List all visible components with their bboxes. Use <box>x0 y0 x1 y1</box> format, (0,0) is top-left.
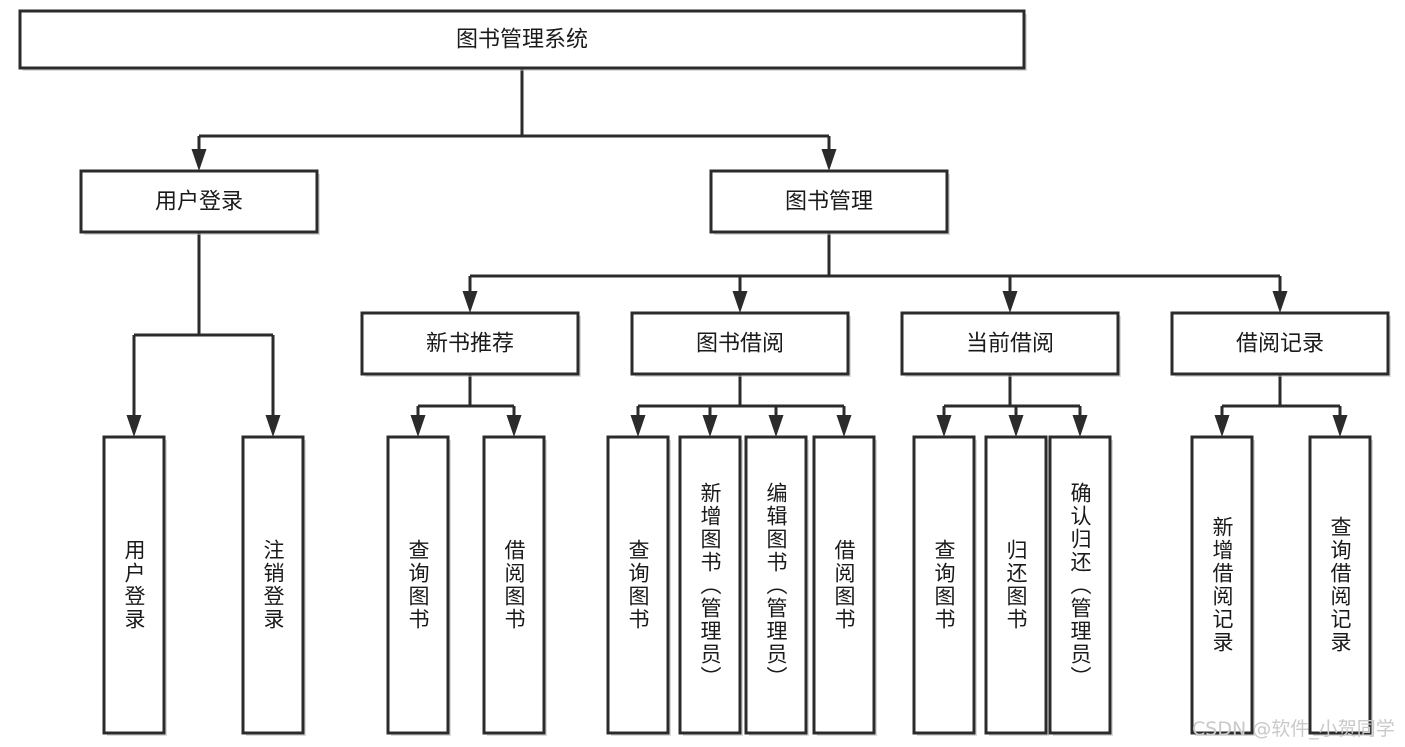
arrow-head-icon <box>1272 291 1288 313</box>
arrow-head-icon <box>265 415 281 437</box>
node-leaf-borrow-book-2[interactable] <box>812 435 877 736</box>
node-box[interactable] <box>678 435 742 735</box>
connector-root <box>191 68 837 171</box>
node-leaf-borrow-book-1[interactable] <box>482 435 547 736</box>
node-box[interactable] <box>482 435 546 735</box>
node-book-borrow[interactable]: 图书借阅 <box>630 311 851 377</box>
node-current-borrow[interactable]: 当前借阅 <box>900 311 1121 377</box>
connector-book-borrow <box>630 374 852 437</box>
node-label: 图书借阅 <box>696 332 784 357</box>
node-label: 图书管理系统 <box>456 28 588 53</box>
node-root[interactable]: 图书管理系统 <box>18 9 1027 71</box>
node-box[interactable] <box>744 435 808 735</box>
node-book-manage[interactable]: 图书管理 <box>709 169 950 235</box>
connector-current-borrow <box>936 374 1088 437</box>
node-box[interactable] <box>709 169 949 234</box>
node-label: 当前借阅 <box>966 332 1054 357</box>
arrow-head-icon <box>1008 415 1024 437</box>
node-leaf-edit-book[interactable] <box>744 435 809 736</box>
arrow-head-icon <box>732 291 748 313</box>
arrow-head-icon <box>410 415 426 437</box>
arrow-head-icon <box>768 415 784 437</box>
node-box[interactable] <box>606 435 670 735</box>
connector-book-manage <box>462 232 1288 313</box>
arrow-head-icon <box>821 149 837 171</box>
node-label: 用户登录 <box>155 190 243 215</box>
node-leaf-return-book[interactable] <box>984 435 1049 736</box>
node-box[interactable] <box>1048 435 1112 735</box>
node-box[interactable] <box>102 435 166 735</box>
node-box[interactable] <box>241 435 305 735</box>
node-box[interactable] <box>79 169 319 234</box>
node-leaf-query-record[interactable] <box>1308 435 1373 736</box>
arrow-head-icon <box>702 415 718 437</box>
node-label: 图书管理 <box>785 190 873 215</box>
node-box[interactable] <box>1170 311 1390 376</box>
node-leaf-add-record[interactable] <box>1190 435 1255 736</box>
node-leaf-confirm-return[interactable] <box>1048 435 1113 736</box>
arrow-head-icon <box>462 291 478 313</box>
node-user-login[interactable]: 用户登录 <box>79 169 320 235</box>
arrow-head-icon <box>126 415 142 437</box>
node-borrow-record[interactable]: 借阅记录 <box>1170 311 1391 377</box>
node-new-book-rec[interactable]: 新书推荐 <box>360 311 581 377</box>
node-box[interactable] <box>18 9 1026 70</box>
arrow-head-icon <box>191 149 207 171</box>
connector-borrow-record <box>1214 374 1348 437</box>
node-box[interactable] <box>984 435 1048 735</box>
arrow-head-icon <box>1002 291 1018 313</box>
arrow-head-icon <box>1332 415 1348 437</box>
node-box[interactable] <box>630 311 850 376</box>
arrow-head-icon <box>506 415 522 437</box>
node-box[interactable] <box>386 435 450 735</box>
node-box[interactable] <box>912 435 976 735</box>
node-leaf-user-login[interactable] <box>102 435 167 736</box>
connector-user-login <box>126 232 281 437</box>
watermark-text: CSDN @软件_小贺同学 <box>1192 718 1395 740</box>
arrow-head-icon <box>1072 415 1088 437</box>
connector-layer <box>126 68 1348 437</box>
arrow-head-icon <box>630 415 646 437</box>
arrow-head-icon <box>1214 415 1230 437</box>
arrow-head-icon <box>836 415 852 437</box>
connector-new-book-rec <box>410 374 522 437</box>
node-label: 新书推荐 <box>426 332 514 357</box>
node-leaf-query-book-1[interactable] <box>386 435 451 736</box>
node-box[interactable] <box>1190 435 1254 735</box>
node-leaf-query-book-3[interactable] <box>912 435 977 736</box>
node-box[interactable] <box>1308 435 1372 735</box>
node-leaf-add-book[interactable] <box>678 435 743 736</box>
node-box[interactable] <box>360 311 580 376</box>
arrow-head-icon <box>936 415 952 437</box>
node-leaf-user-logout[interactable] <box>241 435 306 736</box>
node-box[interactable] <box>900 311 1120 376</box>
node-box[interactable] <box>812 435 876 735</box>
node-leaf-query-book-2[interactable] <box>606 435 671 736</box>
node-label: 借阅记录 <box>1236 332 1324 357</box>
